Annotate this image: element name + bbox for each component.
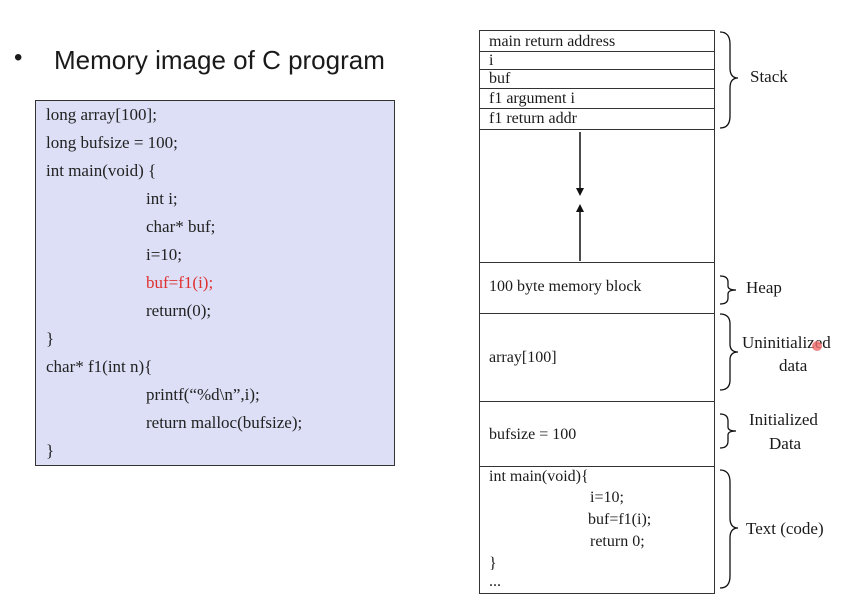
init-label-line2: Data — [769, 434, 802, 453]
code-line-highlighted: buf=f1(i); — [146, 273, 214, 292]
stack-cell-label: f1 argument i — [489, 90, 575, 107]
uninit-label-line2: data — [779, 356, 808, 375]
heap-brace — [719, 275, 737, 305]
code-listing: long array[100]; long bufsize = 100; int… — [35, 100, 395, 466]
code-line: i=10; — [146, 245, 183, 264]
stack-cell: main return address — [480, 31, 714, 52]
text-code-line: int main(void){ — [489, 468, 589, 485]
code-line: char* f1(int n){ — [46, 357, 153, 376]
text-code-line: return 0; — [590, 533, 645, 550]
stack-cell-label: i — [489, 52, 494, 69]
uninit-brace — [719, 313, 738, 391]
stack-cell: f1 argument i — [480, 89, 714, 109]
init-cell-label: bufsize = 100 — [489, 426, 577, 443]
code-line: int main(void) { — [46, 161, 157, 180]
text-code-label: Text (code) — [746, 519, 824, 538]
growth-arrows — [576, 132, 584, 261]
stack-brace — [719, 31, 738, 129]
code-line: return(0); — [146, 301, 212, 320]
stack-label: Stack — [750, 67, 788, 86]
cursor-pointer-dot — [812, 341, 822, 351]
uninit-cell-label: array[100] — [489, 349, 557, 366]
text-code-line: i=10; — [590, 489, 624, 506]
code-line: } — [46, 441, 55, 460]
code-line: char* buf; — [146, 217, 216, 236]
heap-cell-label: 100 byte memory block — [489, 278, 642, 295]
slide-title: Memory image of C program — [54, 45, 385, 75]
init-brace — [719, 413, 737, 449]
text-code-line: } — [489, 555, 497, 572]
text-code-line: ... — [489, 573, 501, 590]
code-line: } — [46, 329, 55, 348]
stack-cell-label: f1 return addr — [489, 110, 577, 127]
code-line: return malloc(bufsize); — [146, 413, 303, 432]
code-line: printf(“%d\n”,i); — [146, 385, 260, 404]
stack-cell-label: main return address — [489, 33, 616, 50]
code-line: long array[100]; — [46, 105, 157, 124]
text-brace — [719, 469, 738, 589]
stack-cell-label: buf — [489, 70, 511, 87]
stack-cell: f1 return addr — [480, 109, 714, 130]
text-segment-cell: int main(void){ i=10; buf=f1(i); return … — [480, 467, 714, 594]
stack-cell: i — [480, 52, 714, 70]
uninit-data-cell: array[100] — [480, 314, 714, 402]
up-arrow-head — [576, 204, 584, 212]
uninit-label-line1: Uninitialized — [742, 333, 831, 352]
code-line: long bufsize = 100; — [46, 133, 178, 152]
down-arrow-head — [576, 188, 584, 196]
text-code-line: buf=f1(i); — [588, 511, 652, 528]
stack-cell: buf — [480, 70, 714, 89]
free-space-cell — [480, 130, 714, 263]
bullet-point: • — [14, 44, 23, 71]
code-line: int i; — [146, 189, 178, 208]
heap-cell: 100 byte memory block — [480, 263, 714, 314]
init-label-line1: Initialized — [749, 410, 818, 429]
init-data-cell: bufsize = 100 — [480, 402, 714, 467]
memory-diagram: main return address i buf f1 argument i … — [479, 30, 715, 594]
heap-label: Heap — [746, 278, 782, 297]
